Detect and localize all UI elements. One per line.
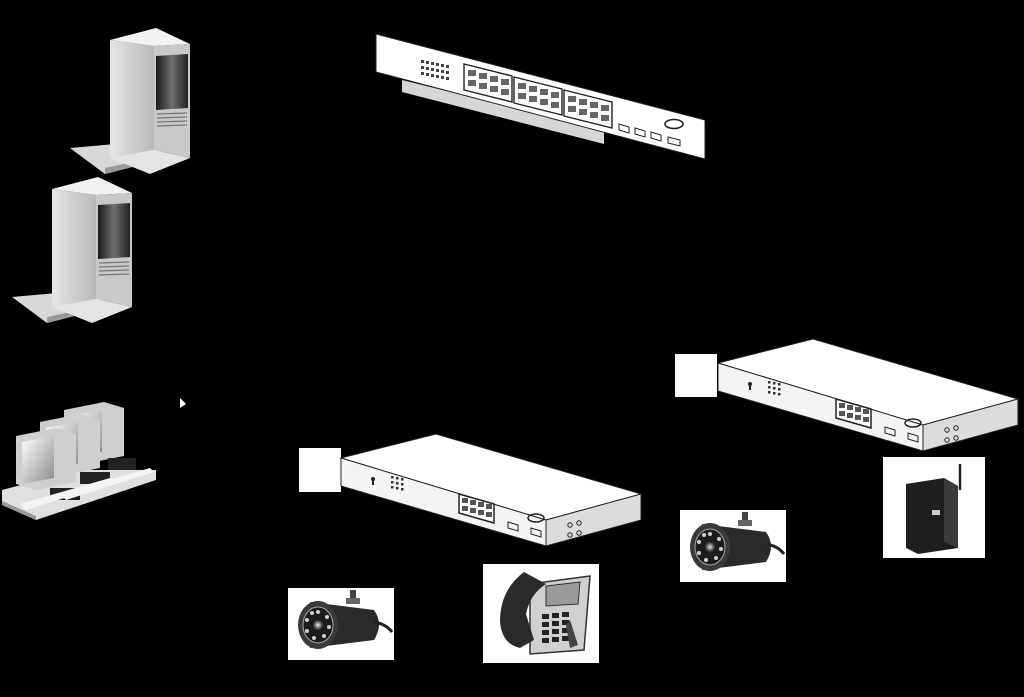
server-icon (11, 176, 133, 324)
camera-icon (678, 508, 788, 584)
link-marker (180, 398, 186, 408)
switch-icon (340, 433, 642, 547)
switch-icon (375, 33, 706, 160)
switch-icon (717, 338, 1019, 452)
phone-icon (483, 564, 599, 663)
server-icon (69, 27, 191, 175)
uplink-label-box (675, 354, 717, 397)
workstation-icon (2, 402, 156, 520)
uplink-label-box (299, 448, 341, 492)
camera-icon (286, 586, 396, 662)
access-point-icon (883, 457, 985, 558)
